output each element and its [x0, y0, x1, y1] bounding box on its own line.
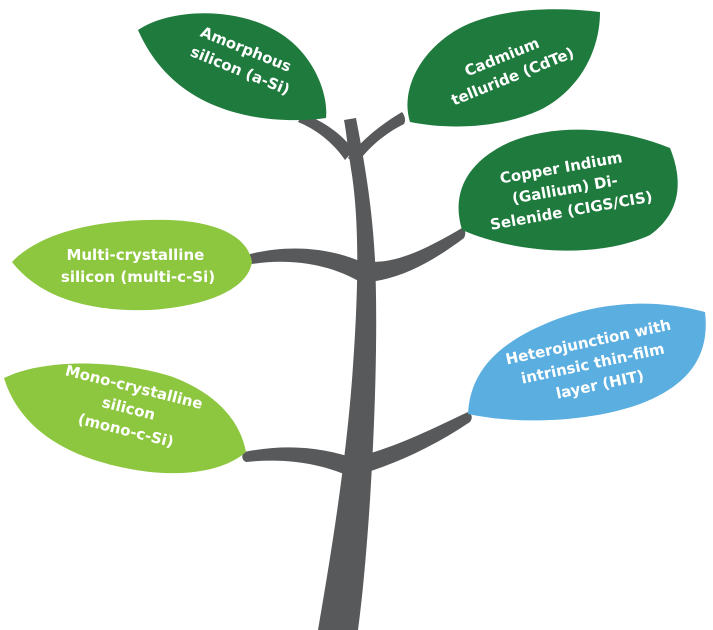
leaf-mono: Mono-crystalline silicon (mono-c-Si)	[4, 361, 246, 474]
leaf-multi: Multi-crystalline silicon (multi-c-Si)	[12, 219, 252, 311]
branch-hit	[362, 412, 472, 474]
leaf-hit: Heterojunction with intrinsic thin-film …	[468, 303, 706, 421]
leaf-cdte-shape	[407, 9, 600, 127]
leaf-multi-line1: Multi-crystalline	[66, 246, 204, 264]
leaf-cigs-shape	[458, 129, 678, 251]
leaf-hit-shape	[468, 303, 706, 421]
leaf-mono-shape	[4, 363, 246, 474]
branch-cdte	[348, 112, 406, 165]
branch-cigs	[370, 228, 466, 282]
tree-trunk	[318, 118, 377, 630]
leaf-cigs: Copper Indium (Gallium) Di- Selenide (CI…	[458, 129, 678, 251]
leaf-multi-shape	[12, 219, 252, 311]
leaf-amorphous: Amorphous silicon (a-Si)	[138, 13, 327, 121]
leaf-amorphous-shape	[138, 13, 327, 121]
leaf-cdte: Cadmium telluride (CdTe)	[407, 9, 600, 127]
branch-amorphous	[298, 116, 354, 160]
branch-multi	[248, 248, 362, 282]
svg-text:Multi-crystalline sili: Multi-crystalline silicon (multi-c-Si)	[61, 246, 215, 286]
leaf-multi-line2: silicon (multi-c-Si)	[61, 268, 215, 286]
branch-mono	[242, 447, 360, 480]
